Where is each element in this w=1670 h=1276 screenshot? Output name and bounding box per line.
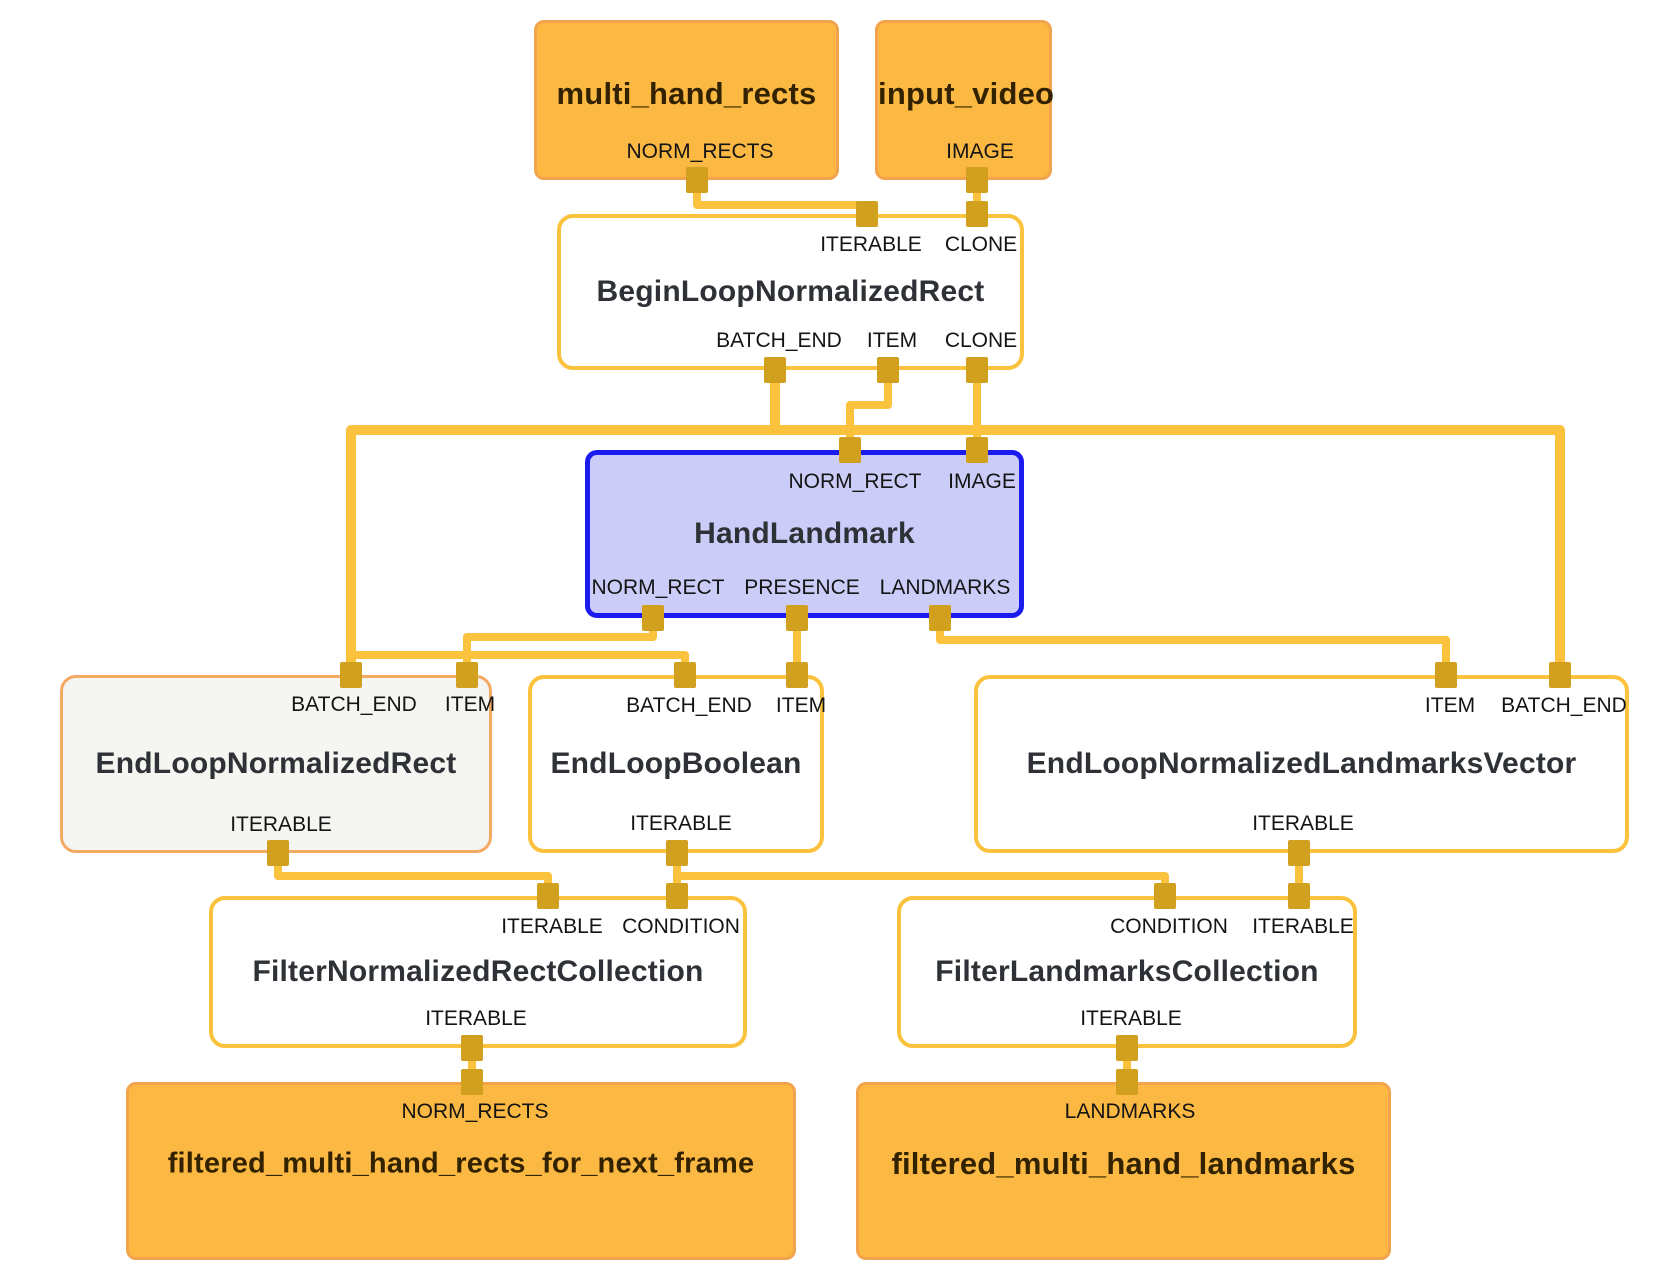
input-port-label-filter_normalized_rect_collection-iterable: ITERABLE — [501, 915, 603, 938]
wire-hand_landmark.LANDMARKS-to-end_loop_normalized_landmarks_vector.ITEM — [936, 618, 1450, 675]
input-port-label-filter_landmarks_collection-condition: CONDITION — [1110, 915, 1228, 938]
node-title-filter_normalized_rect_collection: FilterNormalizedRectCollection — [252, 955, 704, 988]
node-title-filtered_multi_hand_landmarks: filtered_multi_hand_landmarks — [891, 1146, 1356, 1182]
input-port-label-end_loop_normalized_landmarks_vector-item: ITEM — [1424, 694, 1476, 717]
output-port-label-hand_landmark-presence: PRESENCE — [744, 576, 860, 599]
output-port-label-filter_landmarks_collection-iterable: ITERABLE — [1080, 1007, 1182, 1030]
node-end_loop_normalized_rect[interactable]: EndLoopNormalizedRect BATCH_END ITEM ITERAB… — [60, 675, 496, 853]
output-port-label-filter_normalized_rect_collection-iterable: ITERABLE — [425, 1007, 527, 1030]
output-port-label-end_loop_normalized_rect-iterable: ITERABLE — [230, 813, 332, 836]
node-begin_loop_normalized_rect[interactable]: BeginLoopNormalizedRect ITERABLE CLONE BATC… — [557, 214, 1024, 370]
input-port-label-begin_loop_normalized_rect-iterable: ITERABLE — [820, 233, 922, 256]
input-port-label-filter_normalized_rect_collection-condition: CONDITION — [622, 915, 740, 938]
input-port-label-end_loop_boolean-item: ITEM — [775, 694, 827, 717]
wire-batch_end_bus-to-end_loop_boolean.BATCH_END — [351, 651, 689, 675]
node-title-begin_loop_normalized_rect: BeginLoopNormalizedRect — [596, 275, 985, 308]
input-port-label-hand_landmark-norm_rect: NORM_RECT — [788, 470, 922, 493]
node-title-multi_hand_rects: multi_hand_rects — [556, 75, 817, 111]
input-port-label-filter_landmarks_collection-iterable: ITERABLE — [1252, 915, 1354, 938]
output-port-label-end_loop_boolean-iterable: ITERABLE — [630, 812, 732, 835]
node-title-end_loop_boolean: EndLoopBoolean — [550, 747, 802, 780]
output-port-label-multi_hand_rects-norm_rects: NORM_RECTS — [626, 140, 774, 163]
input-port-label-end_loop_normalized_rect-item: ITEM — [444, 693, 496, 716]
wire-begin_loop_normalized_rect.ITEM-to-hand_landmark.NORM_RECT — [846, 370, 892, 450]
wire-end_loop_normalized_rect.ITERABLE-to-filter_normalized_rect_collection.ITERABLE — [274, 853, 552, 896]
wire-hand_landmark.NORM_RECT-to-end_loop_normalized_rect.ITEM — [463, 618, 657, 675]
input-port-label-end_loop_boolean-batch_end: BATCH_END — [626, 694, 752, 717]
input-port-label-begin_loop_normalized_rect-clone: CLONE — [944, 233, 1018, 256]
input-port-label-hand_landmark-image: IMAGE — [948, 470, 1016, 493]
output-port-label-input_video-image: IMAGE — [946, 140, 1014, 163]
node-filtered_multi_hand_rects_for_next_frame[interactable]: filtered_multi_hand_rects_for_next_frame… — [126, 1082, 796, 1260]
node-filtered_multi_hand_landmarks[interactable]: filtered_multi_hand_landmarks LANDMARKS — [856, 1082, 1391, 1260]
node-end_loop_normalized_landmarks_vector[interactable]: EndLoopNormalizedLandmarksVector ITEM BATC… — [974, 675, 1629, 853]
node-title-filtered_multi_hand_rects_for_next_frame: filtered_multi_hand_rects_for_next_frame — [167, 1147, 755, 1180]
node-end_loop_boolean[interactable]: EndLoopBoolean BATCH_END ITEM ITERABLE — [528, 675, 827, 853]
output-port-label-begin_loop_normalized_rect-batch_end: BATCH_END — [716, 329, 842, 352]
output-port-label-begin_loop_normalized_rect-item: ITEM — [866, 329, 918, 352]
output-port-label-hand_landmark-norm_rect: NORM_RECT — [591, 576, 725, 599]
input-port-label-filtered_multi_hand_landmarks-landmarks: LANDMARKS — [1064, 1100, 1196, 1123]
node-filter_landmarks_collection[interactable]: FilterLandmarksCollection CONDITION ITERAB… — [897, 896, 1357, 1048]
input-port-label-filtered_multi_hand_rects_for_next_frame-norm_rects: NORM_RECTS — [401, 1100, 549, 1123]
output-port-label-end_loop_normalized_landmarks_vector-iterable: ITERABLE — [1252, 812, 1354, 835]
input-port-label-end_loop_normalized_rect-batch_end: BATCH_END — [291, 693, 417, 716]
wire-end_loop_boolean.ITERABLE-to-filter_landmarks_collection.CONDITION — [677, 872, 1169, 896]
output-port-label-hand_landmark-landmarks: LANDMARKS — [879, 576, 1011, 599]
node-title-hand_landmark: HandLandmark — [694, 517, 915, 550]
wire-multi_hand_rects.NORM_RECTS-to-begin_loop_normalized_rect.ITERABLE — [693, 180, 871, 214]
node-title-filter_landmarks_collection: FilterLandmarksCollection — [935, 955, 1319, 988]
node-title-input_video: input_video — [878, 75, 1055, 111]
input-port-label-end_loop_normalized_landmarks_vector-batch_end: BATCH_END — [1501, 694, 1627, 717]
node-title-end_loop_normalized_landmarks_vector: EndLoopNormalizedLandmarksVector — [1026, 747, 1577, 780]
output-port-label-begin_loop_normalized_rect-clone: CLONE — [944, 329, 1018, 352]
node-title-end_loop_normalized_rect: EndLoopNormalizedRect — [95, 747, 457, 780]
